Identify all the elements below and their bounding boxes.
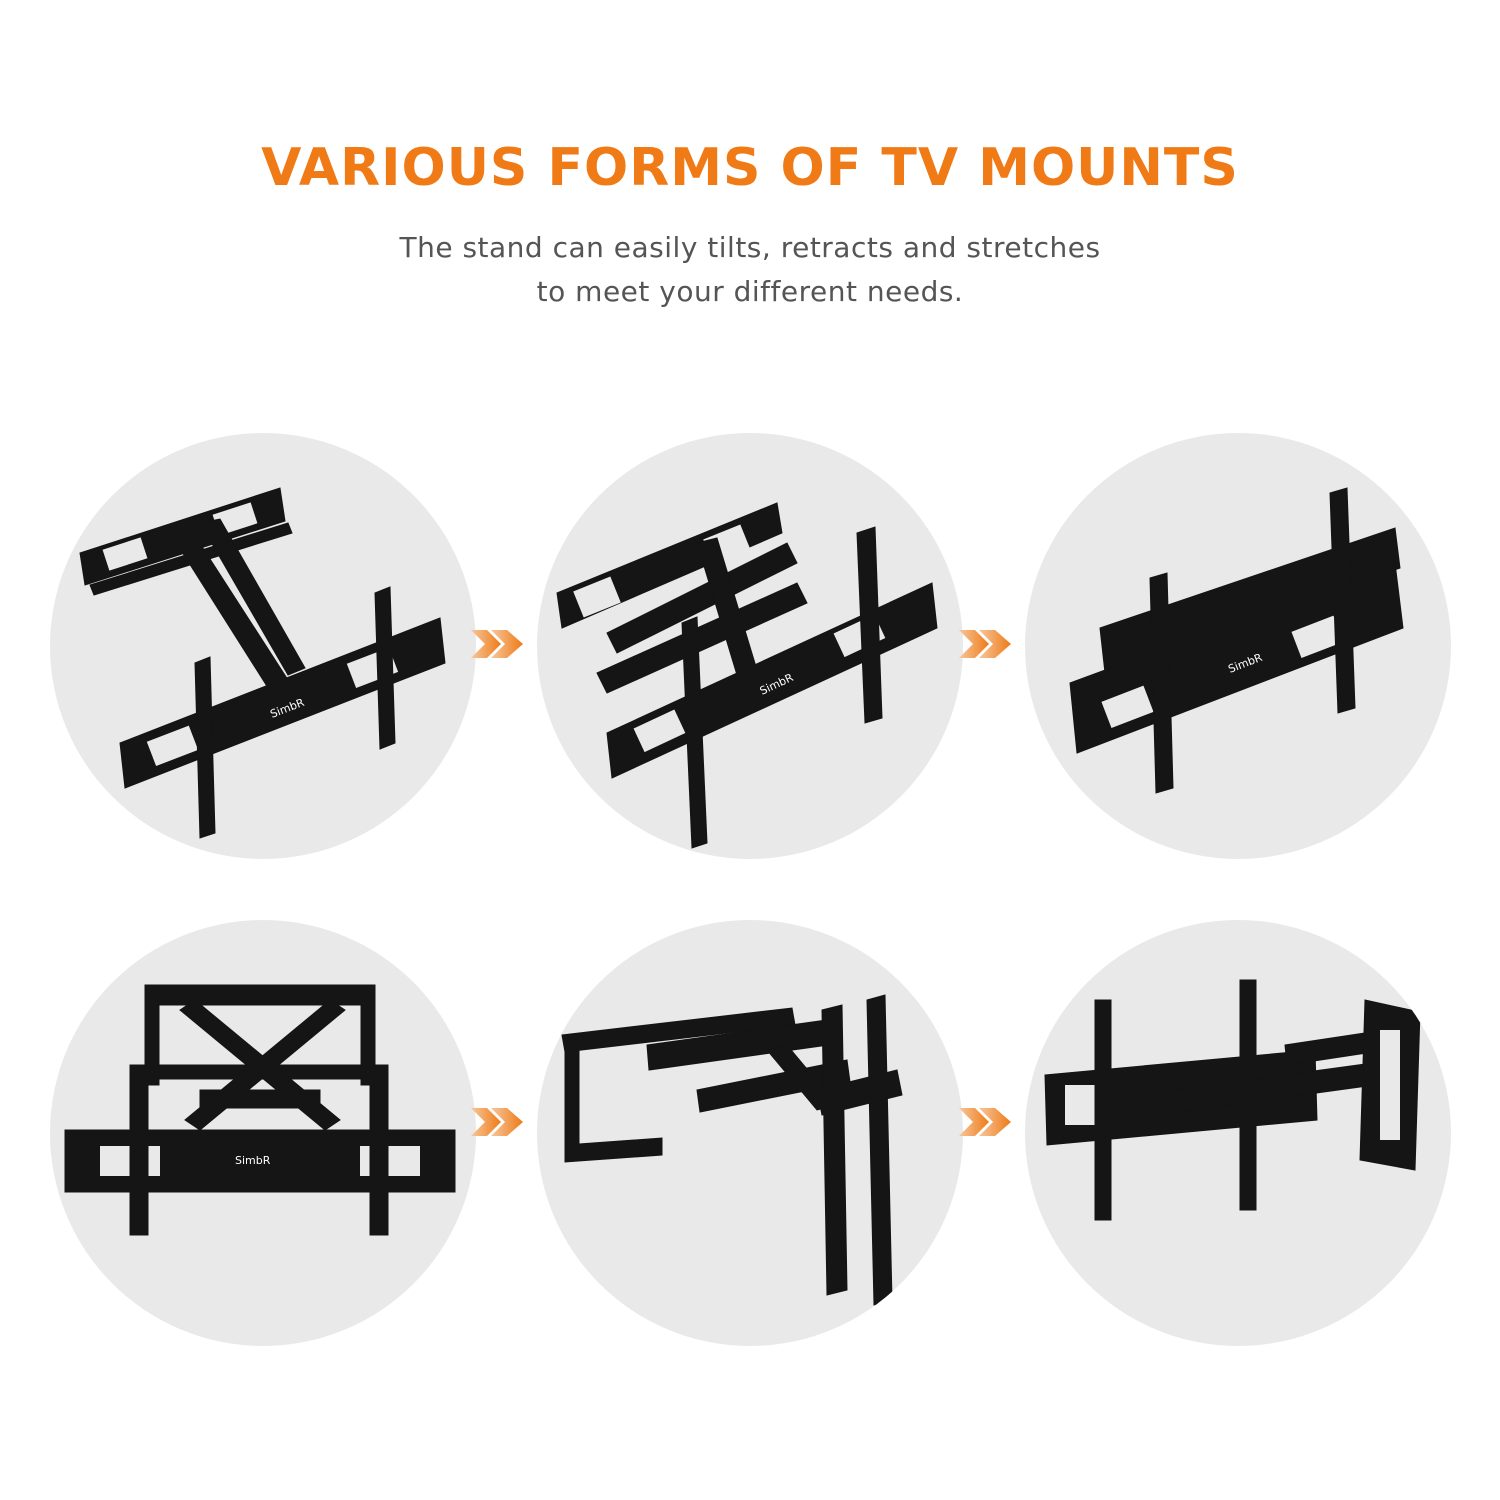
mount-photo-folded-flat: SimbR [1025, 433, 1451, 859]
tv-mount-side-swivel [561, 994, 903, 1306]
subtitle-line-2: to meet your different needs. [536, 275, 964, 308]
mount-photo-extended-arm: SimbR [50, 433, 476, 859]
double-chevron-right-icon [955, 626, 1015, 662]
mount-photo-rear-swivel [1025, 920, 1451, 1346]
brand-logo: SimbR [235, 1154, 271, 1167]
double-chevron-right-icon [467, 626, 527, 662]
double-chevron-right-icon [467, 1104, 527, 1140]
page-title: VARIOUS FORMS OF TV MOUNTS [261, 138, 1239, 198]
tv-mount-folded-flat: SimbR [1069, 487, 1404, 794]
mount-photo-side-swivel [537, 920, 963, 1346]
tv-mount-extended-arm: SimbR [79, 487, 446, 839]
page-subtitle: The stand can easily tilts, retracts and… [0, 226, 1500, 314]
tv-mount-front-extended: SimbR [64, 984, 456, 1236]
double-chevron-right-icon [955, 1104, 1015, 1140]
subtitle-line-1: The stand can easily tilts, retracts and… [399, 231, 1101, 264]
tv-mount-partially-retracted: SimbR [556, 502, 938, 849]
mount-photo-front-extended: SimbR [50, 920, 476, 1346]
tv-mount-rear-swivel [1044, 979, 1421, 1221]
mount-photo-partially-retracted: SimbR [537, 433, 963, 859]
